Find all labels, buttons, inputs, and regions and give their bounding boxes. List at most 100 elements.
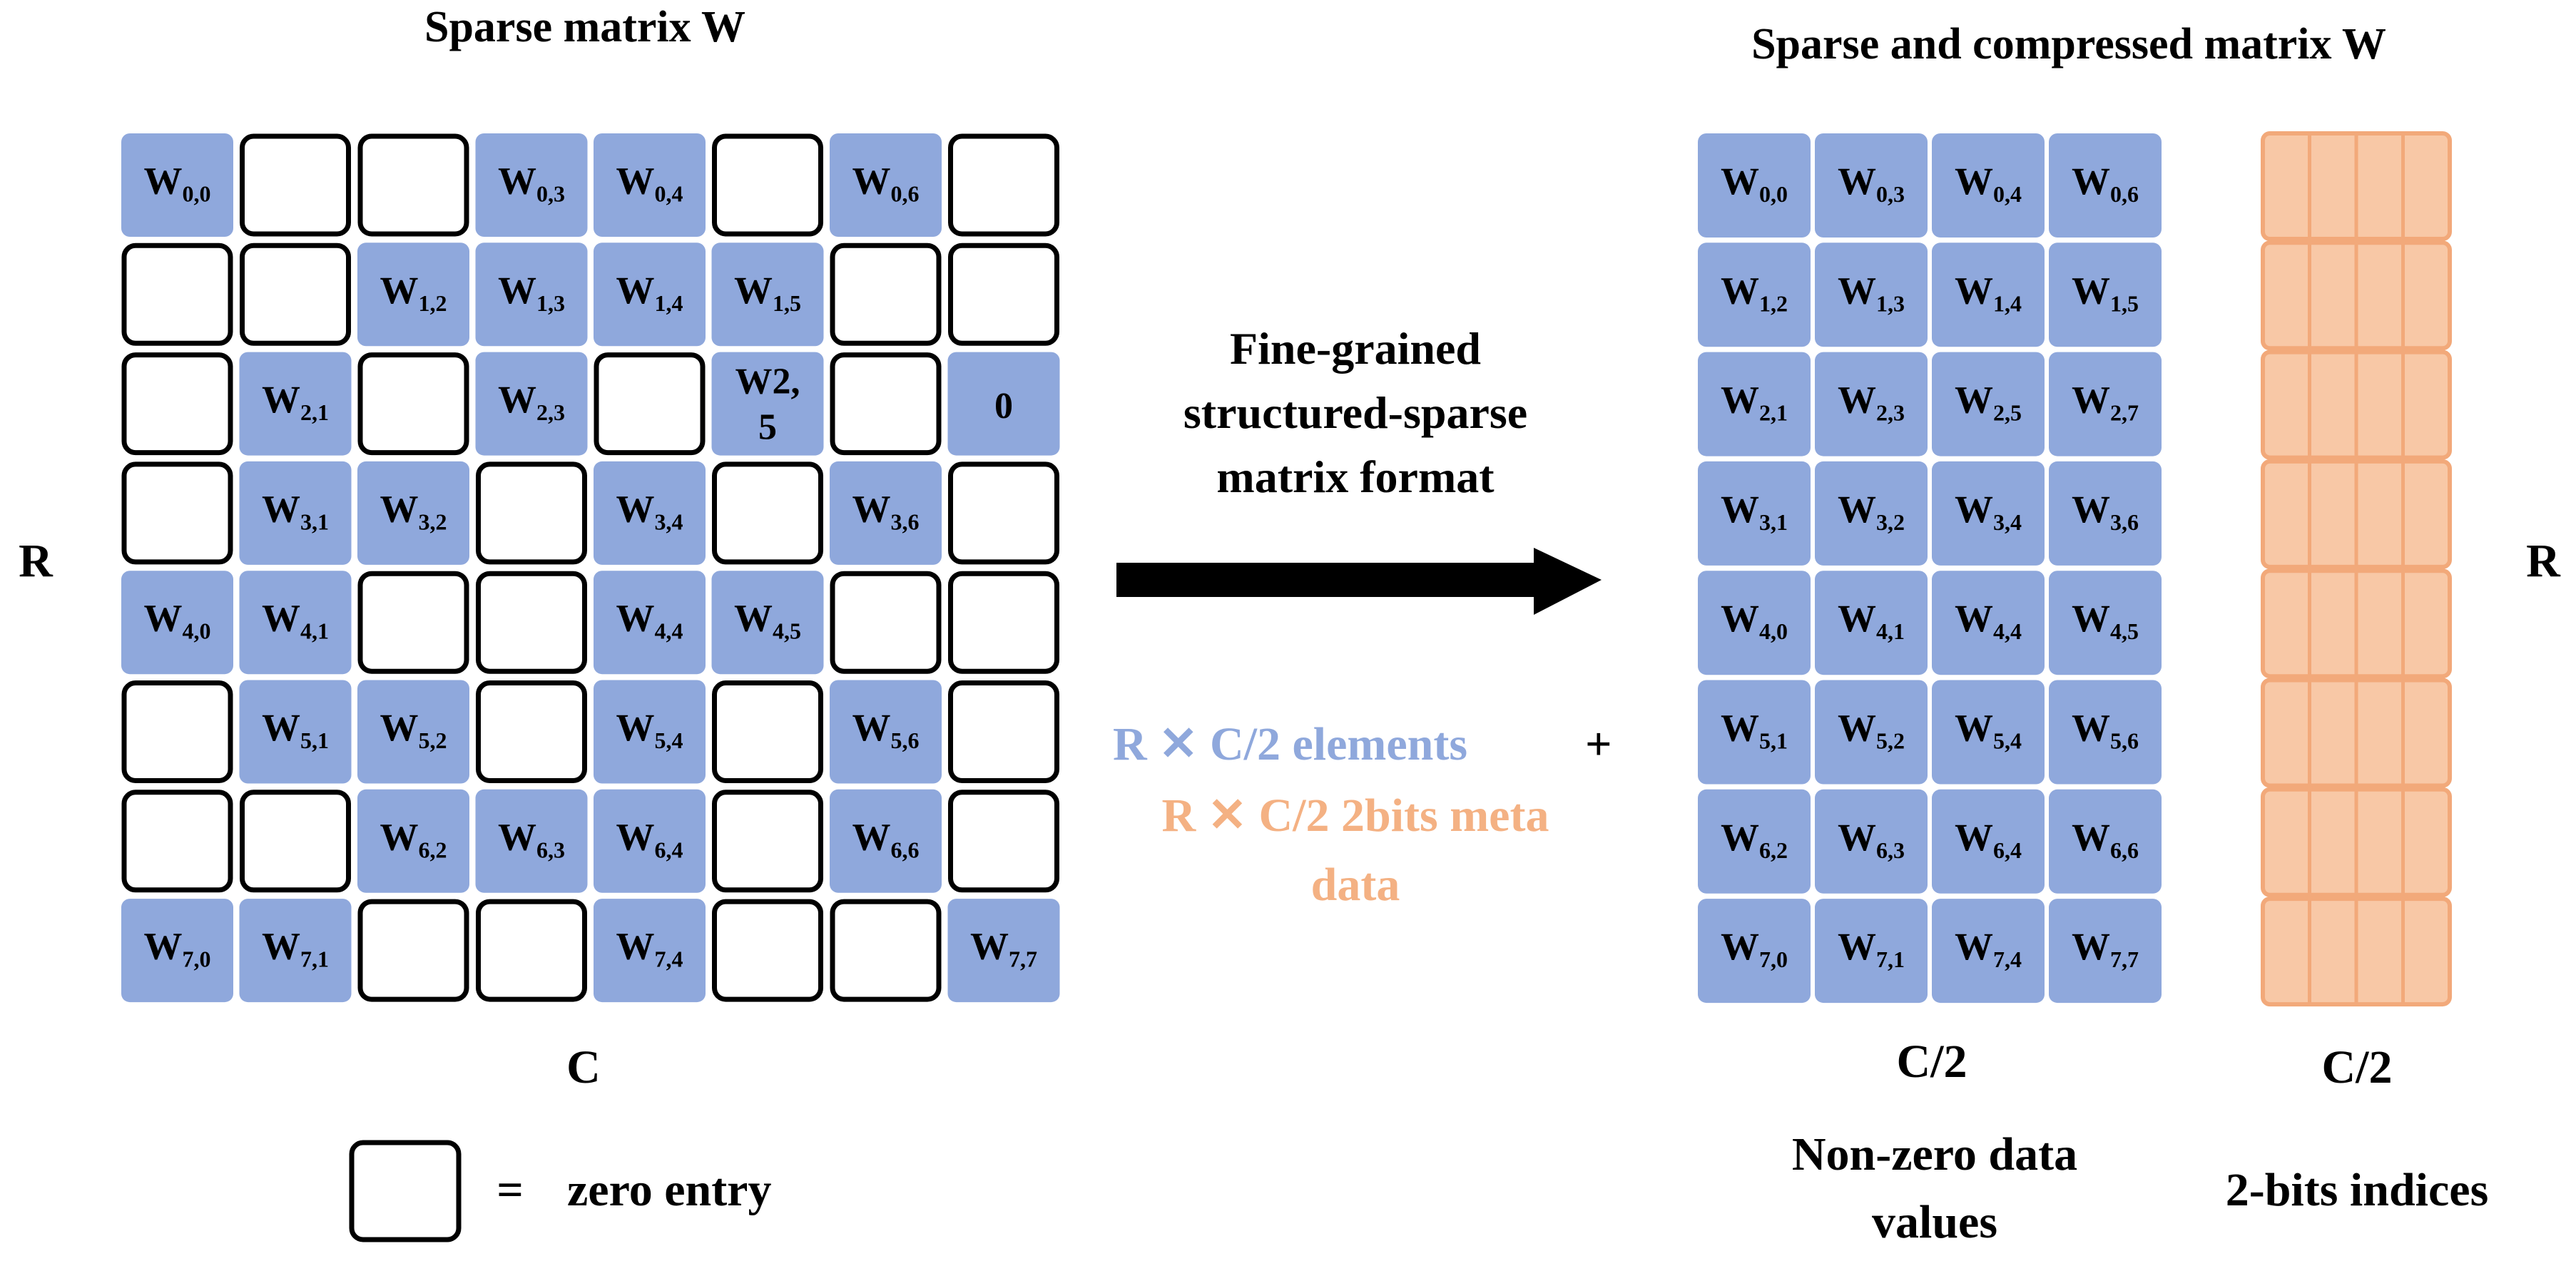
svg-text:W4,0: W4,0 — [144, 597, 211, 644]
svg-text:W0,4: W0,4 — [616, 160, 683, 207]
cell-base-text: W — [1955, 160, 1993, 203]
svg-text:W6,2: W6,2 — [1721, 816, 1788, 863]
svg-text:W6,2: W6,2 — [380, 815, 447, 862]
cell-base-text: W — [1721, 816, 1759, 859]
svg-text:W7,7: W7,7 — [970, 925, 1037, 972]
cell-base-text: W — [616, 160, 655, 203]
compressed-value-cell: W3,2 — [1815, 461, 1928, 566]
nonzero-cell: W5,2 — [357, 680, 469, 784]
svg-text:W2,1: W2,1 — [1721, 379, 1788, 426]
compressed-value-cell: W4,0 — [1698, 571, 1811, 675]
cell-base-text: W — [498, 378, 536, 421]
cell-base-text: W — [144, 160, 183, 203]
cell-subscript-text: 5,1 — [1759, 728, 1788, 754]
cell-base-text: W — [380, 815, 419, 858]
svg-text:W4,1: W4,1 — [1838, 597, 1905, 644]
cell-subscript-text: 0,3 — [1876, 181, 1905, 207]
metadata-row — [2261, 131, 2452, 241]
zero-cell — [240, 133, 351, 237]
cell-base-text: W — [2072, 379, 2110, 422]
cell-plain-text: 0 — [994, 386, 1013, 427]
zero-cell — [357, 899, 469, 1002]
metadata-row — [2261, 568, 2452, 679]
svg-text:W2,1: W2,1 — [262, 378, 329, 425]
format-arrow — [1116, 548, 1602, 615]
svg-text:W3,6: W3,6 — [2072, 488, 2139, 535]
svg-text:W3,2: W3,2 — [380, 487, 447, 534]
cell-subscript-text: 2,3 — [1876, 400, 1905, 426]
cell-base-text: W — [498, 269, 536, 312]
cell-base-text: W — [380, 487, 419, 530]
cell-base-text: W — [1838, 597, 1876, 640]
svg-text:W3,2: W3,2 — [1838, 488, 1905, 535]
compressed-value-cell: W7,0 — [1698, 899, 1811, 1004]
cell-subscript-text: 1,3 — [1876, 290, 1905, 316]
nonzero-cell: W4,5 — [711, 571, 824, 675]
cell-base-text: W — [616, 597, 655, 640]
svg-text:W3,4: W3,4 — [616, 487, 683, 534]
cell-subscript-text: 7,4 — [655, 946, 683, 972]
cell-base-text: W — [1955, 925, 1993, 968]
cell-subscript-text: 0,4 — [1993, 181, 2022, 207]
svg-text:W0,6: W0,6 — [2072, 160, 2139, 207]
svg-text:W5,4: W5,4 — [1955, 707, 2022, 754]
nonzero-cell: W0,4 — [594, 133, 706, 237]
compressed-value-cell: W5,4 — [1932, 680, 2045, 785]
nonzero-cell: W2,1 — [239, 352, 352, 456]
nonzero-cell: W3,2 — [357, 461, 469, 565]
left-col-label: C — [566, 1041, 601, 1093]
cell-base-text: W — [380, 269, 419, 312]
svg-text:W1,2: W1,2 — [380, 269, 447, 316]
values-caption-line2: values — [1872, 1196, 1997, 1248]
nonzero-cell: W1,5 — [711, 242, 824, 347]
nonzero-cell: W7,4 — [594, 899, 706, 1003]
cell-subscript-text: 7,4 — [1993, 946, 2022, 972]
metadata-row — [2261, 240, 2452, 351]
nonzero-cell: W4,1 — [239, 571, 352, 675]
cell-subscript-text: 0,0 — [183, 181, 211, 207]
compressed-value-cell: W7,7 — [2049, 899, 2162, 1004]
nonzero-cell: W0,0 — [121, 133, 233, 237]
cell-base-text: W — [1955, 269, 1993, 312]
nonzero-cell: W1,2 — [357, 242, 469, 347]
cell-subscript-text: 6,4 — [1993, 837, 2022, 863]
cell-base-text: W — [144, 925, 183, 968]
cell-subscript-text: 6,2 — [419, 837, 447, 862]
compressed-value-cell: W7,1 — [1815, 899, 1928, 1004]
cell-text-line1: W2, — [735, 362, 800, 402]
cell-subscript-text: 2,1 — [1759, 400, 1788, 426]
format-line-1: Fine-grained — [1230, 323, 1481, 374]
cell-subscript-text: 3,4 — [655, 509, 683, 534]
svg-text:W3,4: W3,4 — [1955, 488, 2022, 535]
cell-base-text: W — [1721, 160, 1759, 203]
format-line-3: matrix format — [1216, 451, 1495, 502]
cell-subscript-text: 5,1 — [300, 728, 329, 753]
svg-text:W6,3: W6,3 — [1838, 816, 1905, 863]
legend-equals: = — [497, 1164, 524, 1216]
cell-base-text: W — [734, 269, 773, 312]
zero-cell — [476, 571, 587, 674]
cell-subscript-text: 5,2 — [419, 728, 447, 753]
zero-cell — [121, 242, 233, 346]
svg-text:W1,3: W1,3 — [1838, 269, 1905, 316]
svg-text:W5,6: W5,6 — [852, 706, 920, 753]
nonzero-cell: W4,0 — [121, 571, 233, 675]
zero-cell — [594, 352, 706, 456]
right-row-label: R — [2526, 535, 2561, 587]
svg-text:W1,2: W1,2 — [1721, 269, 1788, 316]
cell-subscript-text: 7,1 — [300, 946, 329, 972]
zero-cell — [476, 680, 587, 783]
svg-text:W5,4: W5,4 — [616, 706, 683, 753]
cell-base-text: W — [2072, 488, 2110, 531]
cell-base-text: W — [1721, 269, 1759, 312]
zero-cell — [357, 571, 469, 674]
cell-subscript-text: 5,2 — [1876, 728, 1905, 754]
zero-cell — [476, 461, 587, 565]
svg-text:W5,1: W5,1 — [1721, 707, 1788, 754]
plus-sign: + — [1585, 718, 1612, 770]
cell-subscript-text: 2,5 — [1993, 400, 2022, 426]
cell-base-text: W — [734, 597, 773, 640]
cell-base-text: W — [1721, 925, 1759, 968]
